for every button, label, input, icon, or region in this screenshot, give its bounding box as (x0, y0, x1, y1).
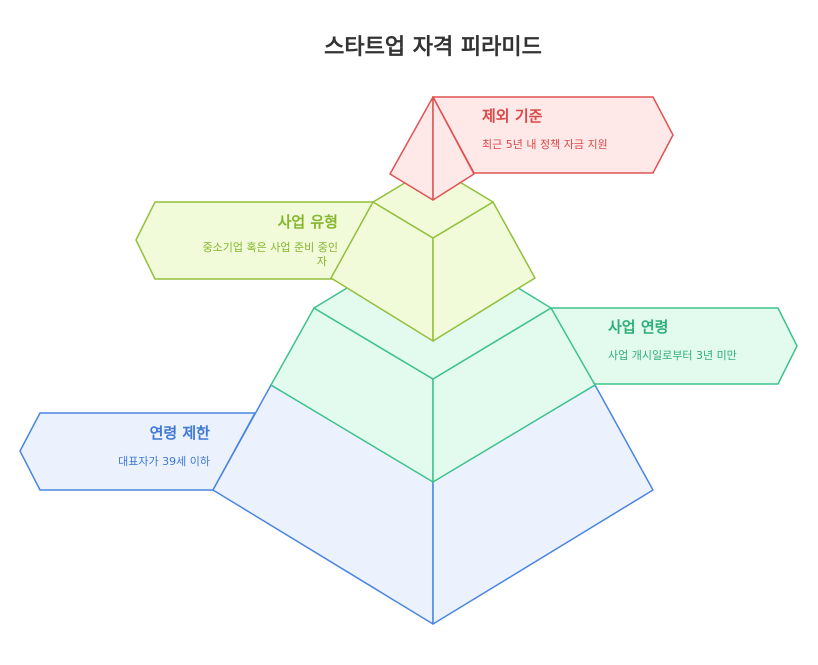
exclusion-left-face (389, 96, 434, 201)
exclusion-title: 제외 기준 (482, 107, 543, 125)
age-limit-title: 연령 제한 (150, 424, 211, 442)
business-type-description-line-2: 자 (317, 255, 327, 268)
business-age-title: 사업 연령 (608, 318, 668, 336)
level-business-type: 사업 유형 중소기업 혹은 사업 준비 중인 자 (135, 165, 536, 342)
business-type-title: 사업 유형 (278, 213, 338, 231)
diagram-title: 스타트업 자격 피라미드 (324, 35, 542, 60)
exclusion-right-face (432, 96, 475, 201)
exclusion-description: 최근 5년 내 정책 자금 지원 (482, 138, 608, 151)
business-age-description: 사업 개시일로부터 3년 미만 (608, 348, 737, 362)
level-exclusion: 제외 기준 최근 5년 내 정책 자금 지원 (389, 96, 674, 201)
age-limit-description: 대표자가 39세 이하 (118, 454, 210, 468)
exclusion-tag-shape (431, 96, 674, 174)
business-type-description-line-1: 중소기업 혹은 사업 준비 중인 (203, 240, 338, 254)
